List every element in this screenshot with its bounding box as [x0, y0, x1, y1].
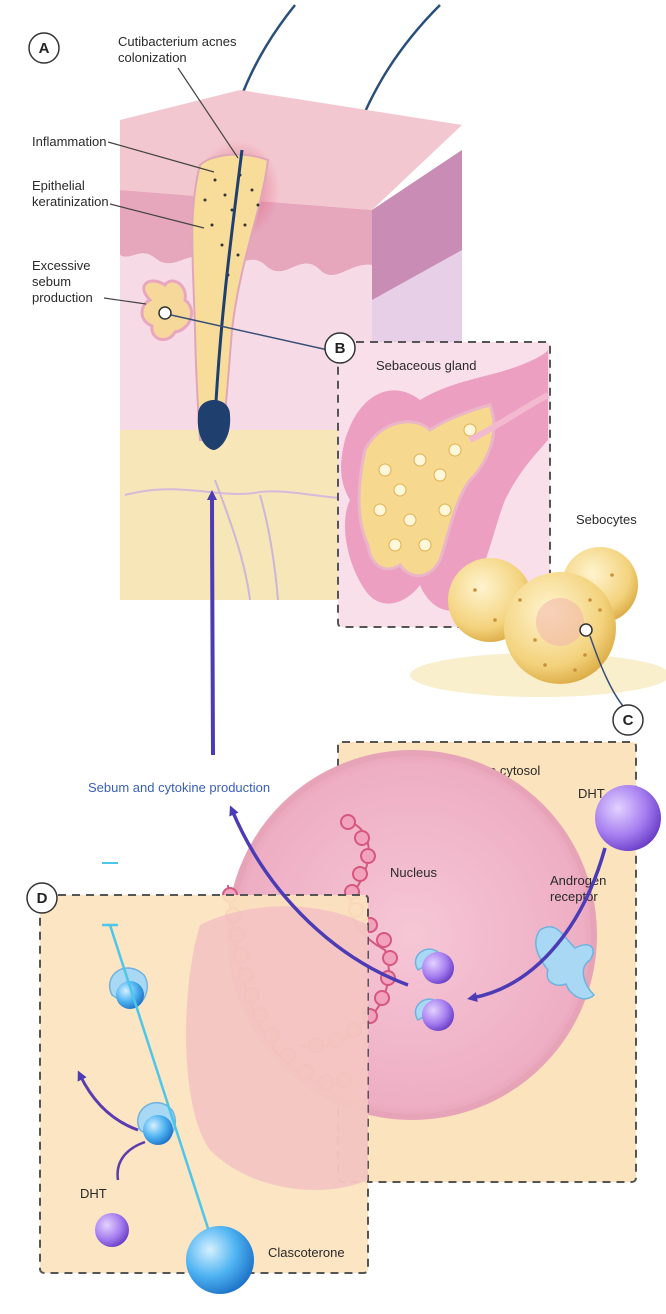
panel-d: DHT Clascoterone — [40, 895, 368, 1294]
label-epithelial-1: Epithelial — [32, 178, 85, 193]
panel-c-letter: C — [623, 712, 634, 729]
label-sebum-1: Excessive — [32, 258, 91, 273]
label-sebum-2: sebum — [32, 274, 71, 289]
panel-b-badge: B — [325, 333, 355, 363]
dht-bound — [422, 999, 454, 1031]
dht-bound — [422, 952, 454, 984]
label-inflammation: Inflammation — [32, 134, 106, 149]
clascoterone-molecule — [186, 1226, 254, 1294]
panel-b-letter: B — [335, 340, 346, 357]
label-dht-c: DHT — [578, 786, 605, 801]
label-sebaceous-gland: Sebaceous gland — [376, 358, 476, 373]
marker-c-origin — [580, 624, 592, 636]
label-cutibacterium-1: Cutibacterium acnes — [118, 34, 237, 49]
hair-strand — [240, 5, 295, 100]
label-sebum-cytokine: Sebum and cytokine production — [88, 780, 270, 795]
label-sebocytes: Sebocytes — [576, 512, 637, 527]
panel-a-letter: A — [39, 40, 50, 57]
label-epithelial-2: keratinization — [32, 194, 109, 209]
panel-d-badge: D — [27, 883, 57, 913]
label-cutibacterium-2: colonization — [118, 50, 187, 65]
dht-molecule-large — [595, 785, 661, 851]
panel-a-badge: A — [29, 33, 59, 63]
sebum-arrow-up — [212, 495, 213, 755]
dht-molecule-small — [95, 1213, 129, 1247]
clascoterone-bound — [143, 1115, 173, 1145]
marker-b-origin — [159, 307, 171, 319]
label-clascoterone: Clascoterone — [268, 1245, 345, 1260]
label-nucleus: Nucleus — [390, 865, 437, 880]
label-dht-d: DHT — [80, 1186, 107, 1201]
label-sebum-3: production — [32, 290, 93, 305]
panel-d-letter: D — [37, 890, 48, 907]
panel-c-badge: C — [613, 705, 643, 735]
